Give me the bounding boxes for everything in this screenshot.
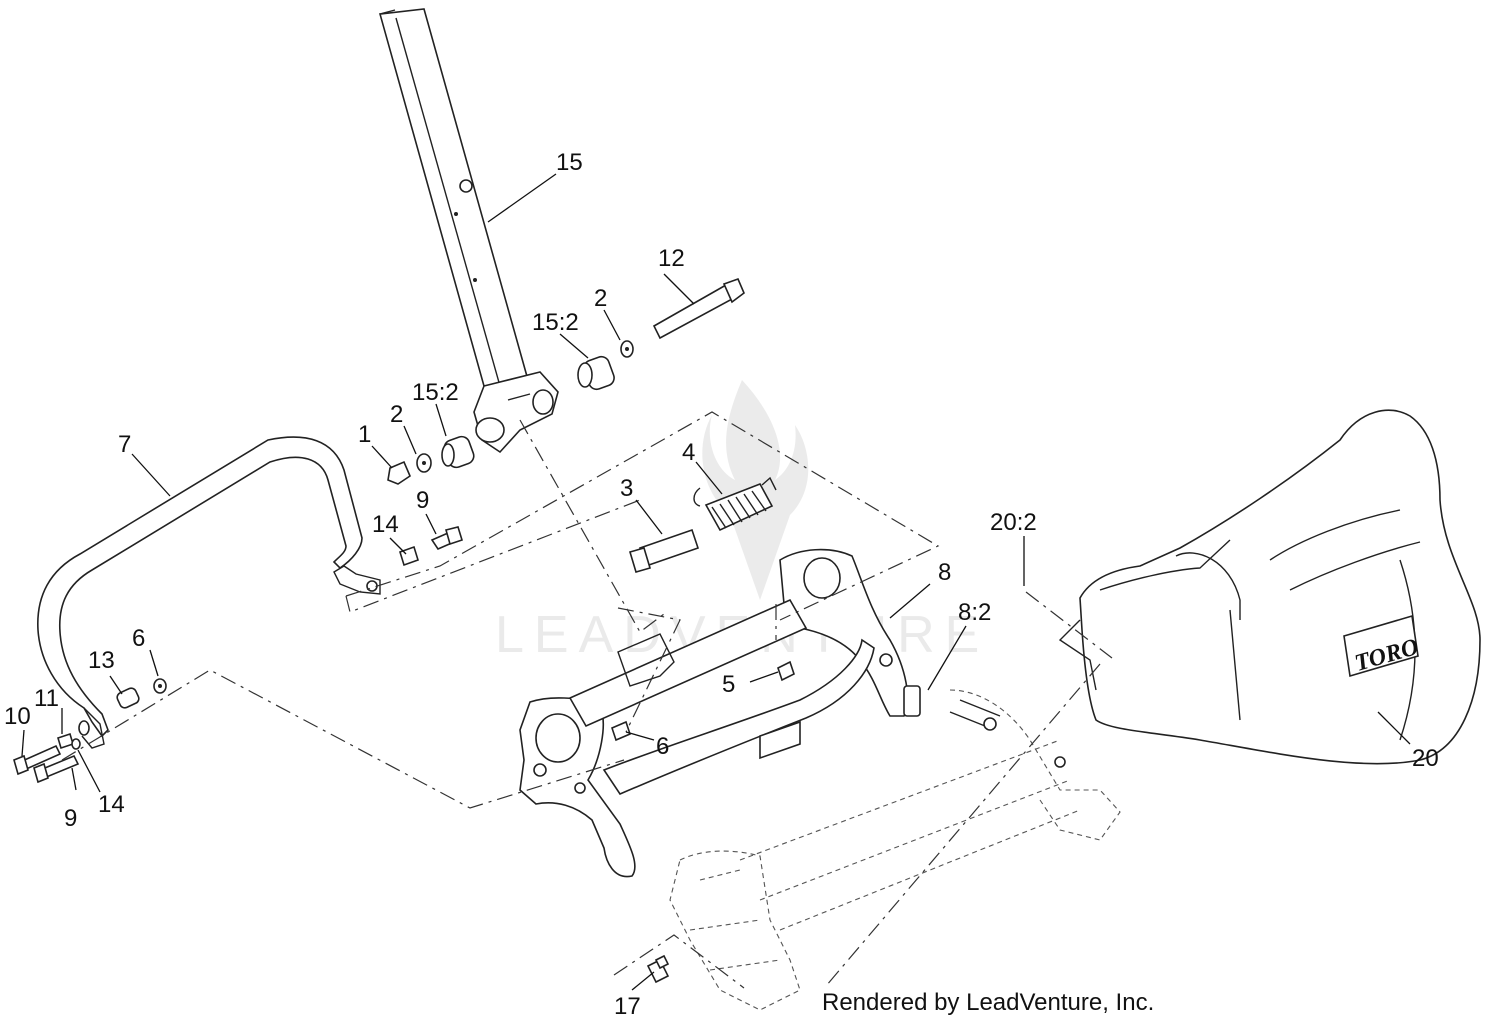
assembly-lines xyxy=(61,411,1113,989)
hardware-upper xyxy=(399,526,463,567)
callout-8-2: 8:2 xyxy=(958,599,991,626)
callout-9-lower: 9 xyxy=(64,805,77,832)
callout-6-lower: 6 xyxy=(656,733,669,760)
callout-3: 3 xyxy=(620,475,633,502)
callout-20: 20 xyxy=(1412,745,1439,772)
callout-17: 17 xyxy=(614,993,641,1020)
callout-14-upper: 14 xyxy=(372,511,399,538)
callout-14-lower: 14 xyxy=(98,791,125,818)
callout-10: 10 xyxy=(4,703,31,730)
callout-1: 1 xyxy=(358,421,371,448)
callout-15: 15 xyxy=(556,149,583,176)
bushings-left xyxy=(387,435,475,485)
callout-15-2-left: 15:2 xyxy=(412,379,459,406)
callout-12: 12 xyxy=(658,245,685,272)
clevis-pin xyxy=(629,528,700,573)
callout-4: 4 xyxy=(682,439,695,466)
callout-8: 8 xyxy=(938,559,951,586)
callout-15-2-right: 15:2 xyxy=(532,309,579,336)
rear-assembly xyxy=(669,689,1121,1011)
callout-13: 13 xyxy=(88,647,115,674)
lower-bar xyxy=(37,436,381,749)
frame-assembly xyxy=(519,548,921,878)
callout-2-right: 2 xyxy=(594,285,607,312)
handle-column xyxy=(378,8,559,454)
callouts: 15 12 2 15:2 15:2 2 1 4 3 9 14 7 6 13 11… xyxy=(4,149,1439,1020)
callout-9-upper: 9 xyxy=(416,487,429,514)
bolt-17 xyxy=(646,954,670,984)
callout-5: 5 xyxy=(722,671,735,698)
frame-hardware xyxy=(611,660,795,742)
callout-20-2: 20:2 xyxy=(990,509,1037,536)
spring xyxy=(693,476,777,532)
render-credit: Rendered by LeadVenture, Inc. xyxy=(822,989,1154,1016)
callout-2-left: 2 xyxy=(390,401,403,428)
pivot-bolt xyxy=(652,277,745,340)
counterweight xyxy=(1058,409,1481,765)
bushings-right xyxy=(577,340,634,391)
hardware-lower xyxy=(13,678,167,784)
callout-11: 11 xyxy=(34,685,59,712)
leader-lines xyxy=(21,173,1411,991)
callout-6-left: 6 xyxy=(132,625,145,652)
callout-7: 7 xyxy=(118,431,131,458)
